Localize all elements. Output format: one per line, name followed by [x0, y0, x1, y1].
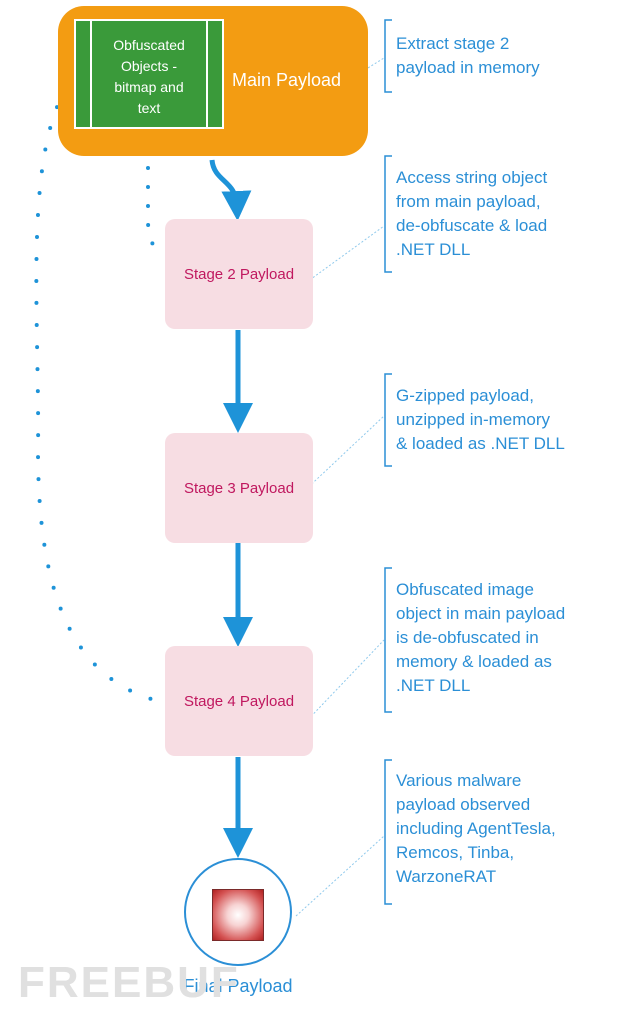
note-obfuscated-image: Obfuscated image object in main payload … [396, 578, 565, 698]
dotted-path-to-stage4 [34, 68, 164, 704]
note-line: Various malware [396, 771, 522, 790]
obfuscated-line-3: bitmap and [114, 79, 184, 95]
note-line: Extract stage 2 [396, 34, 510, 53]
main-payload-label: Main Payload [232, 70, 342, 90]
note-line: unzipped in-memory [396, 410, 551, 429]
obfuscated-border-right [206, 21, 208, 127]
note-line: & loaded as .NET DLL [396, 434, 565, 453]
note-line: Obfuscated image [396, 580, 534, 599]
note-line: WarzoneRAT [396, 867, 497, 886]
note-line: Access string object [396, 168, 548, 187]
obfuscated-line-1: Obfuscated [113, 37, 185, 53]
stage2-payload-box: Stage 2 Payload [165, 219, 313, 329]
note-line: from main payload, [396, 192, 541, 211]
obfuscated-border-left [90, 21, 92, 127]
note-various-malware: Various malware payload observed includi… [396, 769, 556, 889]
arrow-main-to-stage2 [209, 159, 252, 221]
obfuscated-line-2: Objects - [120, 58, 177, 74]
leader-note-5 [295, 835, 385, 917]
final-payload-label: Final Payload [183, 976, 293, 996]
leader-note-3 [299, 415, 385, 496]
note-extract-stage2: Extract stage 2 payload in memory [396, 32, 540, 80]
bracket-note-1 [384, 19, 392, 93]
note-gzipped-payload: G-zipped payload, unzipped in-memory & l… [396, 384, 565, 456]
bracket-note-2 [384, 155, 392, 273]
bracket-note-5 [384, 759, 392, 905]
stage4-payload-label: Stage 4 Payload [183, 692, 295, 710]
note-line: including AgentTesla, [396, 819, 556, 838]
note-line: is de-obfuscated in [396, 628, 539, 647]
bracket-note-4 [384, 567, 392, 713]
leader-note-2 [299, 225, 385, 288]
watermark-logo: FREEBUF [18, 958, 240, 1007]
obfuscated-objects-box: Obfuscated Objects - bitmap and text [74, 19, 224, 129]
stage3-payload-label: Stage 3 Payload [183, 479, 295, 497]
stage4-payload-box: Stage 4 Payload [165, 646, 313, 756]
note-line: payload in memory [396, 58, 540, 77]
note-line: Remcos, Tinba, [396, 843, 515, 862]
leader-note-4 [299, 639, 385, 729]
note-access-string-object: Access string object from main payload, … [396, 166, 547, 262]
note-line: de-obfuscate & load [396, 216, 548, 235]
obfuscated-line-4: text [137, 100, 161, 116]
note-line: G-zipped payload, [396, 386, 534, 405]
final-payload-icon [212, 889, 264, 941]
note-line: memory & loaded as [396, 652, 552, 671]
stage3-payload-box: Stage 3 Payload [165, 433, 313, 543]
note-line: .NET DLL [396, 676, 471, 695]
bracket-note-3 [384, 373, 392, 467]
note-line: .NET DLL [396, 240, 471, 259]
note-line: object in main payload [396, 604, 566, 623]
obfuscated-objects-label: Obfuscated Objects - bitmap and text [96, 35, 202, 119]
stage2-payload-label: Stage 2 Payload [183, 265, 295, 283]
note-line: payload observed [396, 795, 531, 814]
